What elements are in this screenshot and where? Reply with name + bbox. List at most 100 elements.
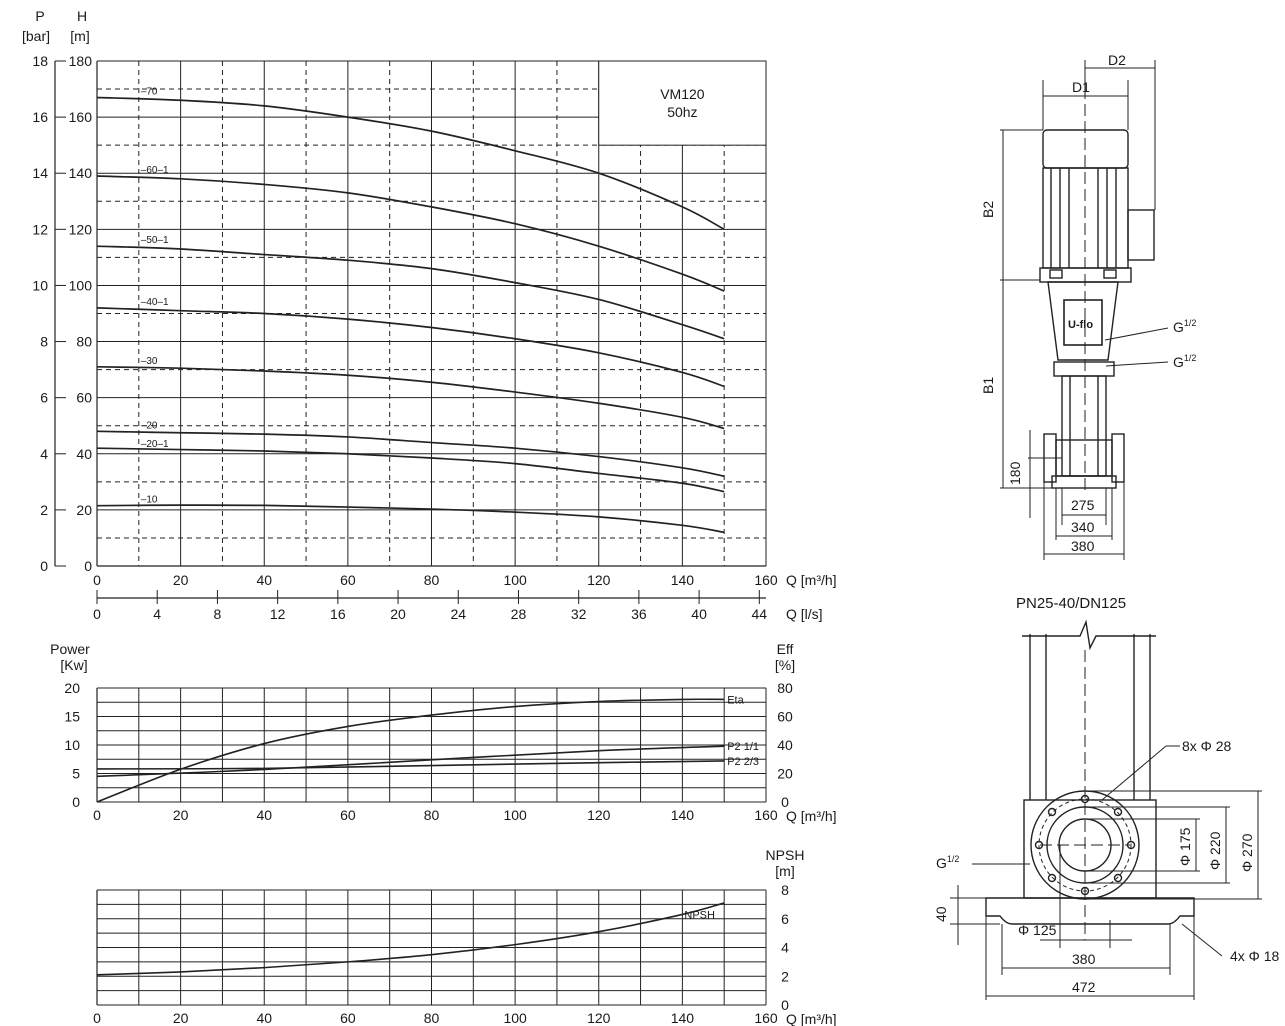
ls-tick-label: 4: [153, 606, 161, 622]
series-label: –60–1: [141, 165, 169, 176]
power-x-unit: Q [m³/h]: [786, 808, 837, 824]
p-tick-label: 16: [32, 109, 48, 125]
h-tick-label: 140: [69, 165, 93, 181]
series-label: –50–1: [141, 235, 169, 246]
series-label: –20: [141, 420, 158, 431]
npsh-tick-label: 0: [781, 997, 789, 1013]
q-tick-label: 40: [256, 572, 272, 588]
power-tick-label: 5: [72, 766, 80, 782]
h-tick-label: 0: [84, 558, 92, 574]
npsh-tick-label: 8: [781, 882, 789, 898]
npsh-x-tick-label: 120: [587, 1010, 611, 1026]
power-axis-title: Power: [50, 641, 90, 657]
legend-subtitle: 50hz: [667, 104, 697, 120]
p-tick-label: 10: [32, 277, 48, 293]
series-label: P2 2/3: [727, 756, 759, 768]
head-curve: [96, 175, 725, 292]
p-tick-label: 0: [40, 558, 48, 574]
series-label: Eta: [727, 694, 744, 706]
npsh-x-tick-label: 0: [93, 1010, 101, 1026]
npsh-axis-unit: [m]: [775, 863, 794, 879]
p-axis-title: P: [35, 8, 44, 24]
p-axis-unit: [bar]: [22, 28, 50, 44]
head-curve: [96, 447, 725, 493]
series-label: –70: [141, 86, 158, 97]
series-label: –30: [141, 356, 158, 367]
p-tick-label: 14: [32, 165, 48, 181]
eff-axis-title: Eff: [777, 641, 794, 657]
power-axis-unit: [Kw]: [60, 657, 87, 673]
p-tick-label: 4: [40, 446, 48, 462]
p-tick-label: 8: [40, 334, 48, 350]
ls-tick-label: 12: [270, 606, 286, 622]
legend-title: VM120: [660, 86, 705, 102]
power-tick-label: 10: [64, 737, 80, 753]
npsh-x-tick-label: 160: [754, 1010, 778, 1026]
eff-tick-label: 80: [777, 680, 793, 696]
npsh-curve: [96, 902, 725, 976]
power-tick-label: 15: [64, 709, 80, 725]
power-x-tick-label: 20: [173, 807, 189, 823]
npsh-x-tick-label: 140: [671, 1010, 695, 1026]
npsh-x-unit: Q [m³/h]: [786, 1011, 837, 1026]
h-tick-label: 40: [76, 446, 92, 462]
npsh-axis-title: NPSH: [766, 847, 805, 863]
h-tick-label: 180: [69, 53, 93, 69]
p-tick-label: 18: [32, 53, 48, 69]
series-label: NPSH: [684, 909, 715, 921]
series-label: –20–1: [141, 439, 169, 450]
head-curve: [96, 245, 725, 340]
ls-tick-label: 20: [390, 606, 406, 622]
eff-tick-label: 40: [777, 737, 793, 753]
power-x-tick-label: 60: [340, 807, 356, 823]
p-tick-label: 12: [32, 221, 48, 237]
ls-tick-label: 40: [691, 606, 707, 622]
ls-tick-label: 28: [511, 606, 527, 622]
q-axis-unit: Q [m³/h]: [786, 572, 837, 588]
head-curve: [96, 504, 725, 534]
npsh-x-tick-label: 80: [424, 1010, 440, 1026]
npsh-x-tick-label: 40: [256, 1010, 272, 1026]
q-tick-label: 140: [671, 572, 695, 588]
series-label: –10: [141, 495, 158, 506]
eff-tick-label: 60: [777, 709, 793, 725]
ls-axis-unit: Q [l/s]: [786, 606, 823, 622]
ls-tick-label: 0: [93, 606, 101, 622]
h-axis-unit: [m]: [70, 28, 89, 44]
npsh-tick-label: 4: [781, 940, 789, 956]
q-tick-label: 160: [754, 572, 778, 588]
q-tick-label: 120: [587, 572, 611, 588]
power-x-tick-label: 120: [587, 807, 611, 823]
power-x-tick-label: 80: [424, 807, 440, 823]
p-tick-label: 2: [40, 502, 48, 518]
power-x-tick-label: 40: [256, 807, 272, 823]
eff-axis-unit: [%]: [775, 657, 795, 673]
p-tick-label: 6: [40, 390, 48, 406]
series-label: –40–1: [141, 297, 169, 308]
h-axis-title: H: [77, 8, 87, 24]
series-label: P2 1/1: [727, 741, 759, 753]
ls-tick-label: 44: [752, 606, 768, 622]
h-tick-label: 60: [76, 390, 92, 406]
h-tick-label: 120: [69, 221, 93, 237]
npsh-x-tick-label: 20: [173, 1010, 189, 1026]
power-curve: [96, 760, 725, 770]
head-curve: [96, 307, 725, 388]
power-x-tick-label: 160: [754, 807, 778, 823]
power-x-tick-label: 140: [671, 807, 695, 823]
h-tick-label: 100: [69, 277, 93, 293]
ls-tick-label: 36: [631, 606, 647, 622]
head-curve: [96, 430, 725, 478]
power-tick-label: 20: [64, 680, 80, 696]
q-tick-label: 100: [503, 572, 527, 588]
ls-tick-label: 24: [450, 606, 466, 622]
ls-tick-label: 16: [330, 606, 346, 622]
h-tick-label: 80: [76, 334, 92, 350]
npsh-tick-label: 6: [781, 911, 789, 927]
h-tick-label: 20: [76, 502, 92, 518]
ls-tick-label: 32: [571, 606, 587, 622]
ls-tick-label: 8: [214, 606, 222, 622]
npsh-tick-label: 2: [781, 968, 789, 984]
q-tick-label: 80: [424, 572, 440, 588]
